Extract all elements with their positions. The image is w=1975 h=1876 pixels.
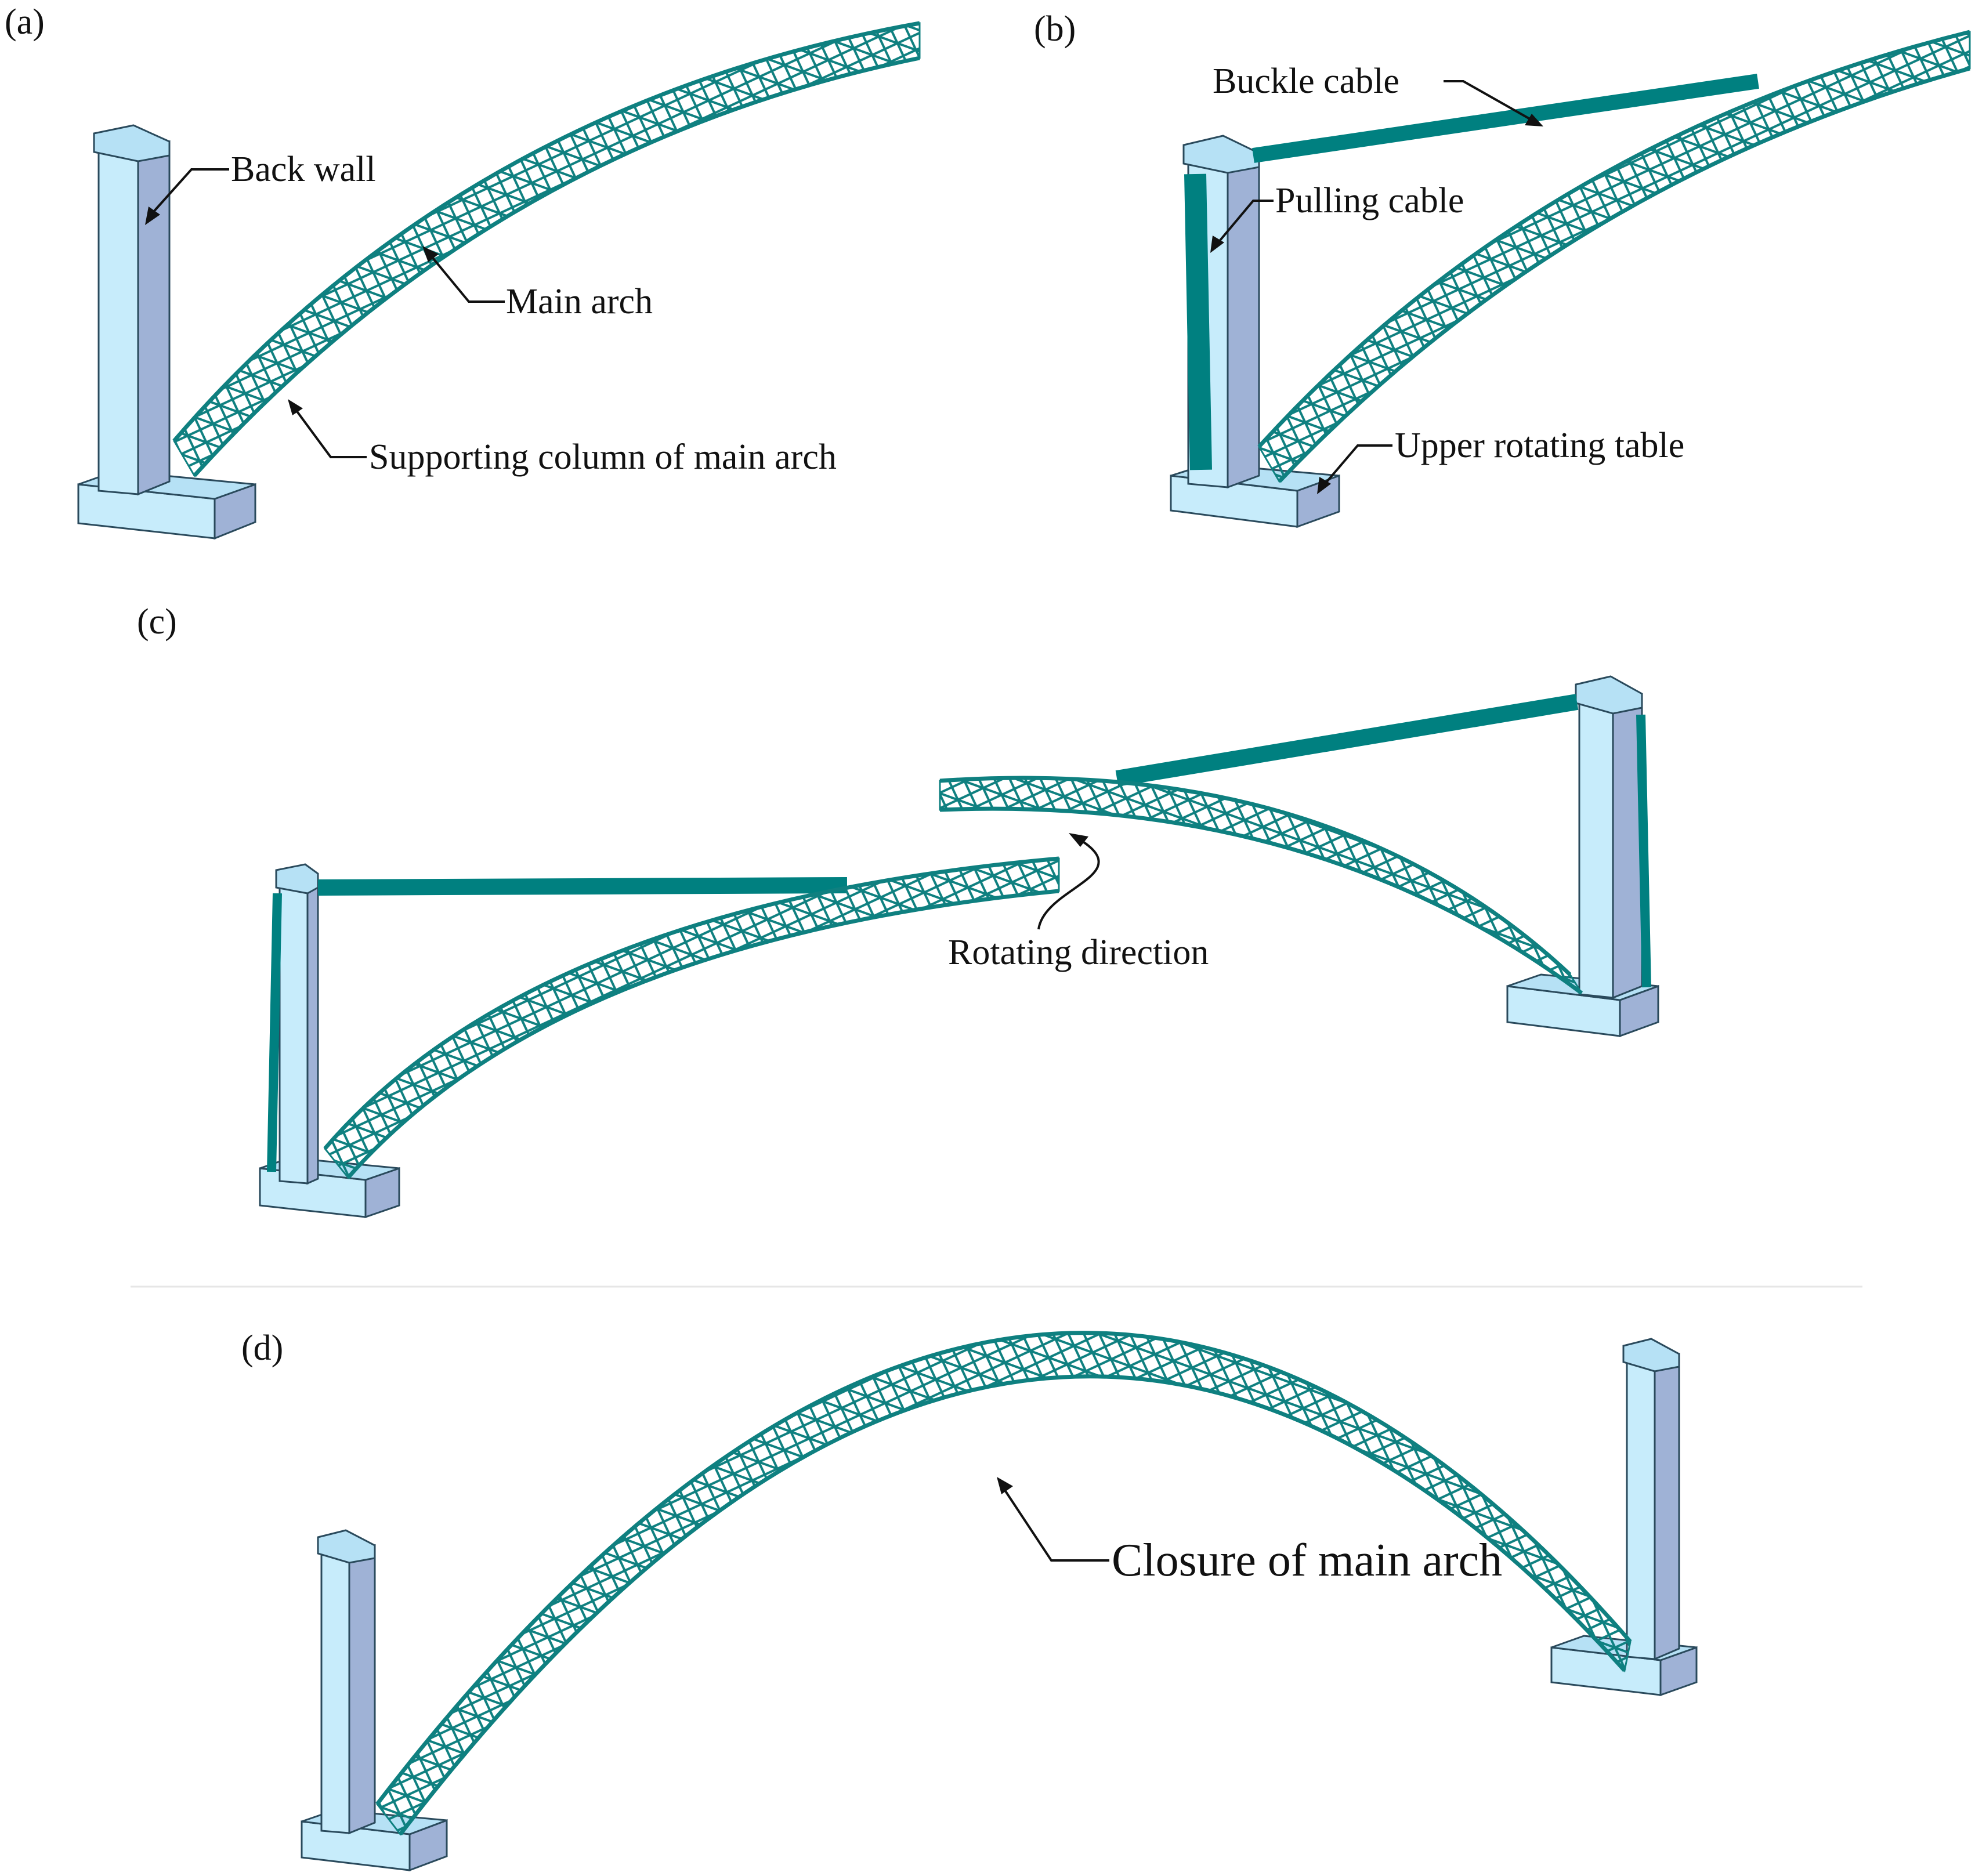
panel-d-annotations: Closure of main arch	[997, 1477, 1502, 1586]
panel-d-right-back-wall-side	[1654, 1352, 1680, 1661]
panel-b-upper-rotating-table-label: Upper rotating table	[1395, 426, 1684, 465]
panel-b-upper-rotating-table-arrowhead	[1317, 477, 1331, 494]
panel-c-right-back-wall-front	[1578, 702, 1614, 999]
panel-b-pulling-cable-label: Pulling cable	[1275, 181, 1464, 220]
panel-b: (b) Buckle cable Pulling cable Upper	[1034, 9, 1971, 528]
panel-c-left-back-wall-cap	[275, 863, 319, 894]
panel-a-main-arch	[172, 21, 921, 477]
panel-c-rotating-direction-label: Rotating direction	[948, 933, 1209, 972]
panel-a-support-column-label: Supporting column of main arch	[369, 437, 837, 477]
panel-a-back-wall-cap	[93, 124, 171, 162]
panel-c-letter: (c)	[137, 602, 177, 642]
panel-b-buckle-cable-leader	[1444, 80, 1533, 122]
panel-b-upper-rotating-table-leader	[1323, 444, 1392, 486]
panel-a-back-wall-front	[97, 151, 139, 495]
panel-b-arch-web	[1258, 31, 1971, 483]
panel-a-letter: (a)	[5, 2, 45, 42]
panel-b-buckle-cable-arrowhead	[1525, 114, 1543, 126]
panel-a-annotations: Back wall Main arch Supporting column of…	[145, 150, 837, 477]
panel-a-back-wall-leader	[151, 168, 229, 215]
panel-b-buckle-cable	[1252, 74, 1759, 163]
panel-b-main-arch	[1257, 30, 1971, 483]
panel-a-arch-web	[173, 22, 921, 477]
panel-a: (a) Back wall Main arch Supporting colum…	[5, 2, 921, 540]
panel-b-back-wall-side	[1227, 151, 1260, 489]
panel-a-back-wall-label: Back wall	[231, 150, 376, 189]
panel-d-right-back-wall-front	[1626, 1360, 1656, 1660]
panel-d-closure-label: Closure of main arch	[1112, 1535, 1502, 1586]
panel-c-left-back-wall-front	[278, 886, 309, 1185]
panel-c-rotating-direction-leader	[1037, 839, 1100, 930]
panel-c-right-arch	[939, 776, 1583, 995]
panel-d-right-pier	[1550, 1338, 1698, 1697]
panel-d-closure-arrowhead	[997, 1477, 1013, 1494]
panel-d-arch-web	[376, 1332, 1632, 1836]
panel-b-letter: (b)	[1034, 9, 1076, 49]
panel-d-right-back-wall-cap	[1622, 1338, 1680, 1372]
panel-c-annotations: Rotating direction	[948, 833, 1209, 972]
panel-c: (c)	[137, 602, 1659, 1219]
panel-b-pulling-cable	[1184, 173, 1212, 470]
panel-a-main-arch-leader	[429, 254, 505, 303]
panel-a-back-wall-side	[137, 140, 171, 496]
panel-c-right-arch-web	[939, 777, 1583, 994]
panel-c-left-arch	[323, 856, 1060, 1179]
panel-d-main-arch	[375, 1331, 1632, 1836]
panel-a-main-arch-label: Main arch	[506, 282, 653, 321]
panel-d-left-pier	[301, 1529, 448, 1872]
panel-c-right-pulling-cable	[1636, 714, 1651, 988]
panel-c-right-pier	[1506, 675, 1659, 1038]
panel-d-letter: (d)	[241, 1328, 283, 1368]
panel-d-left-back-wall-front	[320, 1551, 350, 1834]
panel-c-right-buckle-cable	[1115, 694, 1579, 787]
panel-c-left-pier	[259, 863, 400, 1219]
panel-c-left-buckle-cable	[317, 877, 848, 896]
panel-b-back-wall-cap	[1182, 135, 1260, 174]
panel-a-back-wall-arrowhead	[145, 207, 160, 225]
panel-b-pulling-cable-arrowhead	[1210, 236, 1224, 253]
panel-c-left-pulling-cable	[267, 893, 282, 1172]
panel-b-pulling-cable-leader	[1216, 200, 1274, 245]
panel-a-arch-lower-chord	[193, 56, 920, 477]
panel-a-pier	[77, 124, 256, 540]
panel-d: (d) Closure of main arch	[241, 1328, 1698, 1872]
panel-a-main-arch-arrowhead	[422, 246, 439, 262]
panel-c-rotating-direction-arrowhead	[1069, 833, 1088, 847]
panel-a-support-column-arrowhead	[288, 399, 303, 415]
panel-b-buckle-cable-label: Buckle cable	[1213, 61, 1399, 101]
panel-b-annotations: Buckle cable Pulling cable Upper rotatin…	[1210, 61, 1684, 494]
panel-d-closure-leader	[1003, 1487, 1109, 1562]
panel-d-left-back-wall-side	[348, 1544, 376, 1835]
panel-a-support-column-leader	[294, 407, 367, 458]
panel-d-left-back-wall-cap	[317, 1529, 376, 1564]
panel-c-left-arch-web	[324, 857, 1060, 1179]
panel-c-left-back-wall-side	[306, 882, 319, 1185]
